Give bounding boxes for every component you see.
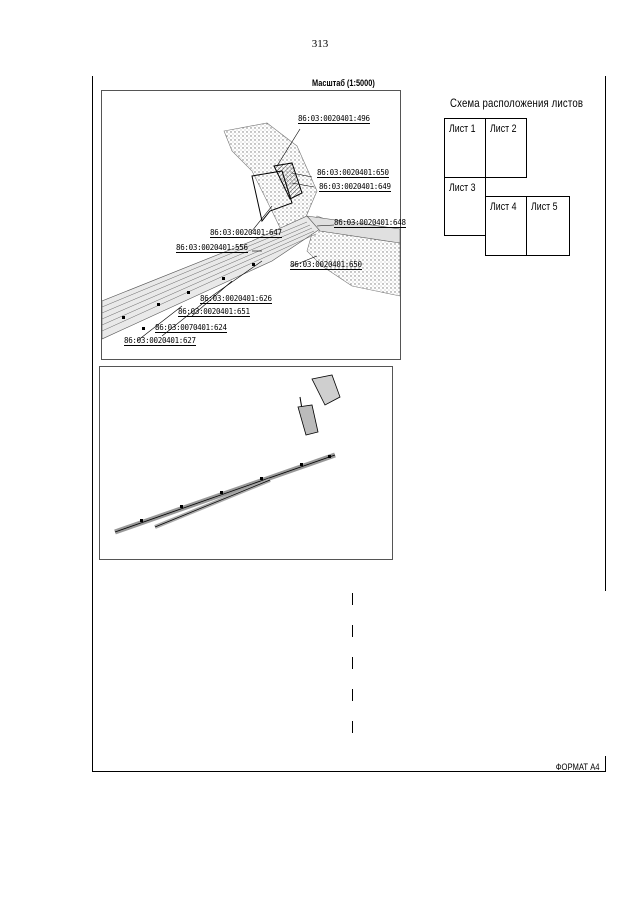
sheet-cell-1: Лист 1 xyxy=(444,118,486,178)
parcel-label: 86:03:0070401:624 xyxy=(155,323,227,333)
main-map-drawing xyxy=(101,122,401,342)
parcel-label: 86:03:0020401:647 xyxy=(210,228,282,238)
overview-map-drawing xyxy=(114,374,341,535)
parcel-label: 86:03:0020401:650 xyxy=(317,168,389,178)
frame-left-border xyxy=(92,76,93,772)
parcel-label: 86:03:0020401:496 xyxy=(298,114,370,124)
stamp-divider-2 xyxy=(352,625,353,637)
stamp-divider-5 xyxy=(352,721,353,733)
schema-title: Схема расположения листов xyxy=(450,96,584,110)
main-map-panel xyxy=(101,90,401,360)
frame-bottom-border xyxy=(92,771,606,772)
overview-map-panel xyxy=(99,366,393,560)
parcel-label: 86:03:0020401:649 xyxy=(319,182,391,192)
sheet-cell-3: Лист 3 xyxy=(444,177,486,236)
sheet-cell-2: Лист 2 xyxy=(485,118,527,178)
parcel-label: 86:03:0020401:648 xyxy=(334,218,406,228)
parcel-label: 86:03:0020401:650 xyxy=(290,260,362,270)
parcel-label: 86:03:0020401:627 xyxy=(124,336,196,346)
parcel-label: 86:03:0020401:556 xyxy=(176,243,248,253)
stamp-divider-3 xyxy=(352,657,353,669)
stamp-divider-4 xyxy=(352,689,353,701)
parcel-label: 86:03:0020401:651 xyxy=(178,307,250,317)
sheet-cell-5: Лист 5 xyxy=(526,196,570,256)
parcel-label: 86:03:0020401:626 xyxy=(200,294,272,304)
format-label: ФОРМАТ А4 xyxy=(556,762,600,772)
scale-title: Масштаб (1:5000) xyxy=(312,78,375,88)
page-number: 313 xyxy=(311,38,329,50)
frame-right-border-upper xyxy=(605,76,606,591)
sheet-cell-4: Лист 4 xyxy=(485,196,527,256)
stamp-divider-1 xyxy=(352,593,353,605)
frame-right-border-lower xyxy=(605,756,606,772)
